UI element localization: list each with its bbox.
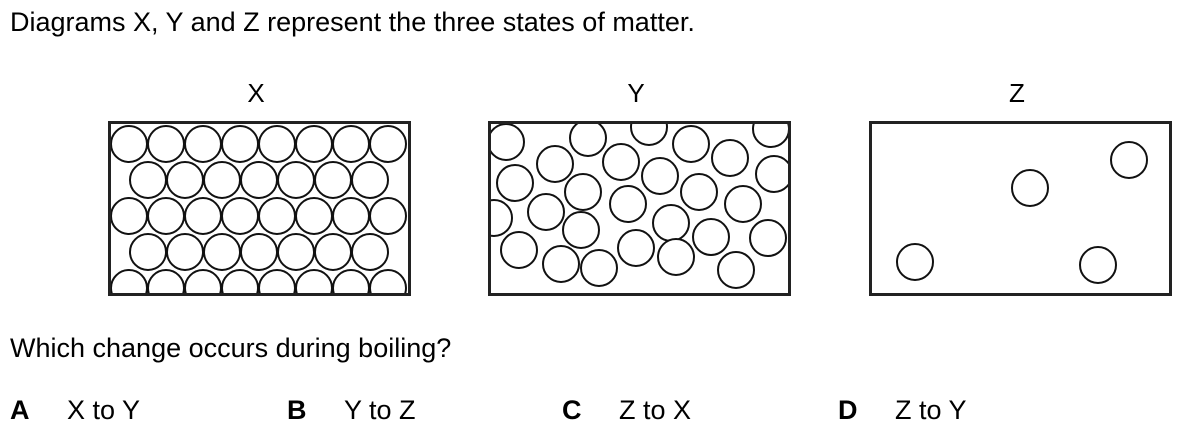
option-d-text: Z to Y: [895, 395, 967, 425]
y-particle-24: [657, 238, 695, 276]
y-particle-14: [609, 185, 647, 223]
y-particle-27: [717, 251, 755, 289]
diagram-x-solid: [108, 121, 411, 296]
question-prompt: Which change occurs during boiling?: [10, 333, 452, 363]
y-particle-11: [641, 157, 679, 195]
diagram-y-label: Y: [627, 78, 645, 108]
y-particle-5: [752, 124, 788, 148]
y-particle-3: [630, 124, 668, 146]
y-particle-17: [527, 193, 565, 231]
y-particle-18: [652, 204, 690, 242]
x-particle-18: [184, 197, 222, 235]
option-b[interactable]: B Y to Z: [287, 397, 447, 429]
y-particle-9: [755, 155, 788, 193]
x-particle-7: [332, 125, 370, 163]
y-particle-19: [562, 211, 600, 249]
x-particle-15: [351, 161, 389, 199]
x-particle-31: [111, 269, 148, 293]
y-particle-22: [500, 231, 538, 269]
option-d[interactable]: D Z to Y: [838, 397, 998, 429]
y-particle-6: [536, 145, 574, 183]
x-particle-8: [369, 125, 407, 163]
y-particle-21: [749, 219, 787, 257]
x-particle-20: [258, 197, 296, 235]
option-b-letter: B: [287, 395, 307, 425]
x-particle-33: [184, 269, 222, 293]
diagram-z-label: Z: [1009, 78, 1025, 108]
x-particle-4: [221, 125, 259, 163]
x-particle-9: [129, 161, 167, 199]
x-particle-11: [203, 161, 241, 199]
option-c[interactable]: C Z to X: [562, 397, 722, 429]
x-particle-34: [221, 269, 259, 293]
x-particle-12: [240, 161, 278, 199]
x-particle-17: [147, 197, 185, 235]
option-a[interactable]: A X to Y: [10, 397, 170, 429]
z-particle-1: [1110, 141, 1148, 179]
x-particle-19: [221, 197, 259, 235]
x-particle-28: [277, 233, 315, 271]
diagram-z-gas: [869, 121, 1172, 296]
question-intro: Diagrams X, Y and Z represent the three …: [10, 7, 695, 37]
y-particle-26: [580, 249, 618, 287]
diagram-z-particles: [896, 141, 1148, 284]
diagram-x-particles: [111, 125, 407, 293]
x-particle-35: [258, 269, 296, 293]
x-particle-37: [332, 269, 370, 293]
x-particle-22: [332, 197, 370, 235]
x-particle-2: [147, 125, 185, 163]
y-particle-4: [672, 125, 710, 163]
x-particle-10: [166, 161, 204, 199]
x-particle-16: [111, 197, 148, 235]
x-particle-27: [240, 233, 278, 271]
option-a-text: X to Y: [67, 395, 141, 425]
z-particle-2: [1011, 169, 1049, 207]
y-particle-2: [569, 124, 607, 157]
option-d-letter: D: [838, 395, 858, 425]
z-particle-4: [1079, 246, 1117, 284]
x-particle-23: [369, 197, 407, 235]
x-particle-13: [277, 161, 315, 199]
y-particle-7: [602, 143, 640, 181]
option-c-letter: C: [562, 395, 582, 425]
option-a-letter: A: [10, 395, 30, 425]
x-particle-30: [351, 233, 389, 271]
y-particle-16: [491, 199, 513, 237]
y-particle-10: [496, 164, 534, 202]
x-particle-26: [203, 233, 241, 271]
y-particle-13: [564, 173, 602, 211]
y-particle-25: [542, 245, 580, 283]
option-b-text: Y to Z: [344, 395, 416, 425]
diagram-y-particles: [491, 124, 788, 289]
z-particle-3: [896, 243, 934, 281]
y-particle-23: [617, 229, 655, 267]
y-particle-12: [680, 173, 718, 211]
diagram-x-label: X: [247, 78, 265, 108]
x-particle-1: [111, 125, 148, 163]
x-particle-36: [295, 269, 333, 293]
x-particle-24: [129, 233, 167, 271]
y-particle-8: [711, 139, 749, 177]
x-particle-6: [295, 125, 333, 163]
option-c-text: Z to X: [619, 395, 692, 425]
x-particle-25: [166, 233, 204, 271]
x-particle-5: [258, 125, 296, 163]
x-particle-29: [314, 233, 352, 271]
x-particle-32: [147, 269, 185, 293]
y-particle-1: [491, 124, 525, 161]
diagram-y-liquid: [488, 121, 791, 296]
y-particle-15: [724, 185, 762, 223]
x-particle-38: [369, 269, 407, 293]
y-particle-20: [692, 218, 730, 256]
x-particle-14: [314, 161, 352, 199]
x-particle-21: [295, 197, 333, 235]
x-particle-3: [184, 125, 222, 163]
